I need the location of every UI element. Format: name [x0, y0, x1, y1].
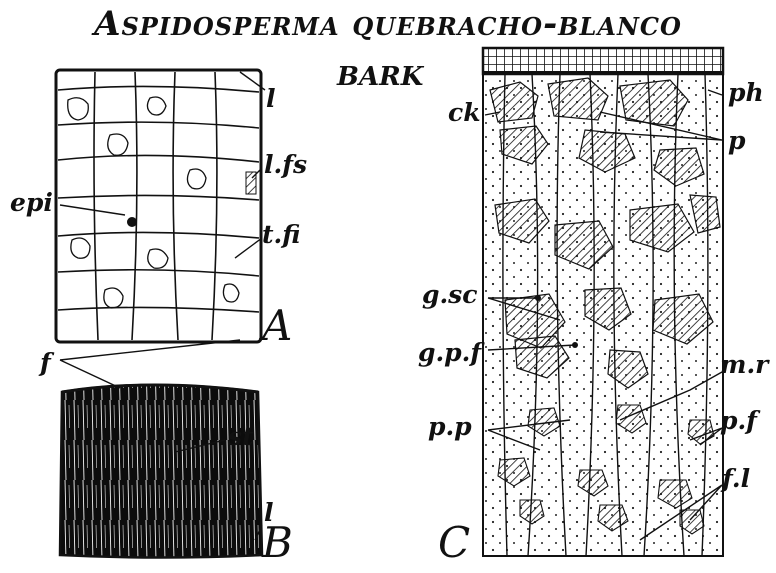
label-g-p-f: g.p.f — [418, 340, 481, 365]
panel-letter-a: A — [262, 305, 292, 347]
panel-c-transverse-section — [483, 48, 723, 556]
label-epi: epi — [10, 190, 53, 215]
panel-a-surface-view — [56, 70, 261, 342]
label-ph: ph — [728, 80, 764, 105]
label-t-fi: t.fi — [262, 222, 300, 247]
label-m-r: m.r — [720, 352, 768, 377]
panel-letter-c: C — [438, 522, 470, 564]
label-l-fs: l.fs — [264, 152, 307, 177]
panel-letter-b: B — [262, 522, 293, 564]
label-p: p — [728, 128, 745, 153]
label-ck: ck — [448, 100, 481, 125]
panel-b-side-view — [60, 385, 262, 558]
label-p-p: p.p — [428, 414, 472, 439]
label-f-l: f.l — [722, 466, 750, 491]
label-f: f — [40, 350, 51, 375]
label-st: st — [228, 424, 254, 449]
label-g-sc: g.sc — [422, 282, 477, 307]
label-l-top: l — [266, 86, 276, 111]
label-p-f: p.f — [720, 408, 757, 433]
